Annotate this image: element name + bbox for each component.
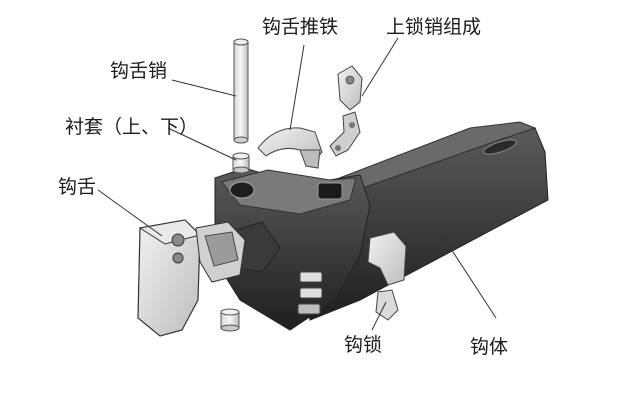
hook-lock-part — [367, 231, 407, 321]
bushing-lower-part — [220, 308, 240, 332]
tongue-push-iron-part — [257, 127, 323, 169]
label-hook-tongue: 钩舌 — [58, 176, 97, 198]
leader-tongue-push-iron — [289, 44, 305, 131]
label-hook-tongue-pin: 钩舌销 — [110, 60, 168, 82]
hook-tongue-pin-part — [233, 38, 249, 144]
label-hook-body: 钩体 — [470, 336, 509, 358]
upper-lock-pin-assembly-part — [329, 65, 363, 157]
leader-hook-body — [439, 231, 497, 319]
hook-body-part — [214, 121, 549, 331]
label-upper-lock-pin-assembly: 上锁销组成 — [386, 16, 482, 38]
label-tongue-push-iron: 钩舌推铁 — [262, 16, 339, 38]
leader-upper-lock-pin-assembly — [361, 37, 399, 97]
leader-hook-tongue — [97, 189, 163, 237]
leader-lines — [97, 37, 497, 331]
leader-hook-tongue-pin — [171, 79, 237, 97]
label-bushing: 衬套（上、下） — [65, 116, 199, 138]
leader-hook-lock — [371, 301, 387, 331]
label-hook-lock: 钩锁 — [344, 334, 383, 356]
hook-tongue-part — [137, 219, 246, 337]
bushing-upper-part — [232, 152, 250, 174]
leader-bushing — [167, 127, 237, 161]
